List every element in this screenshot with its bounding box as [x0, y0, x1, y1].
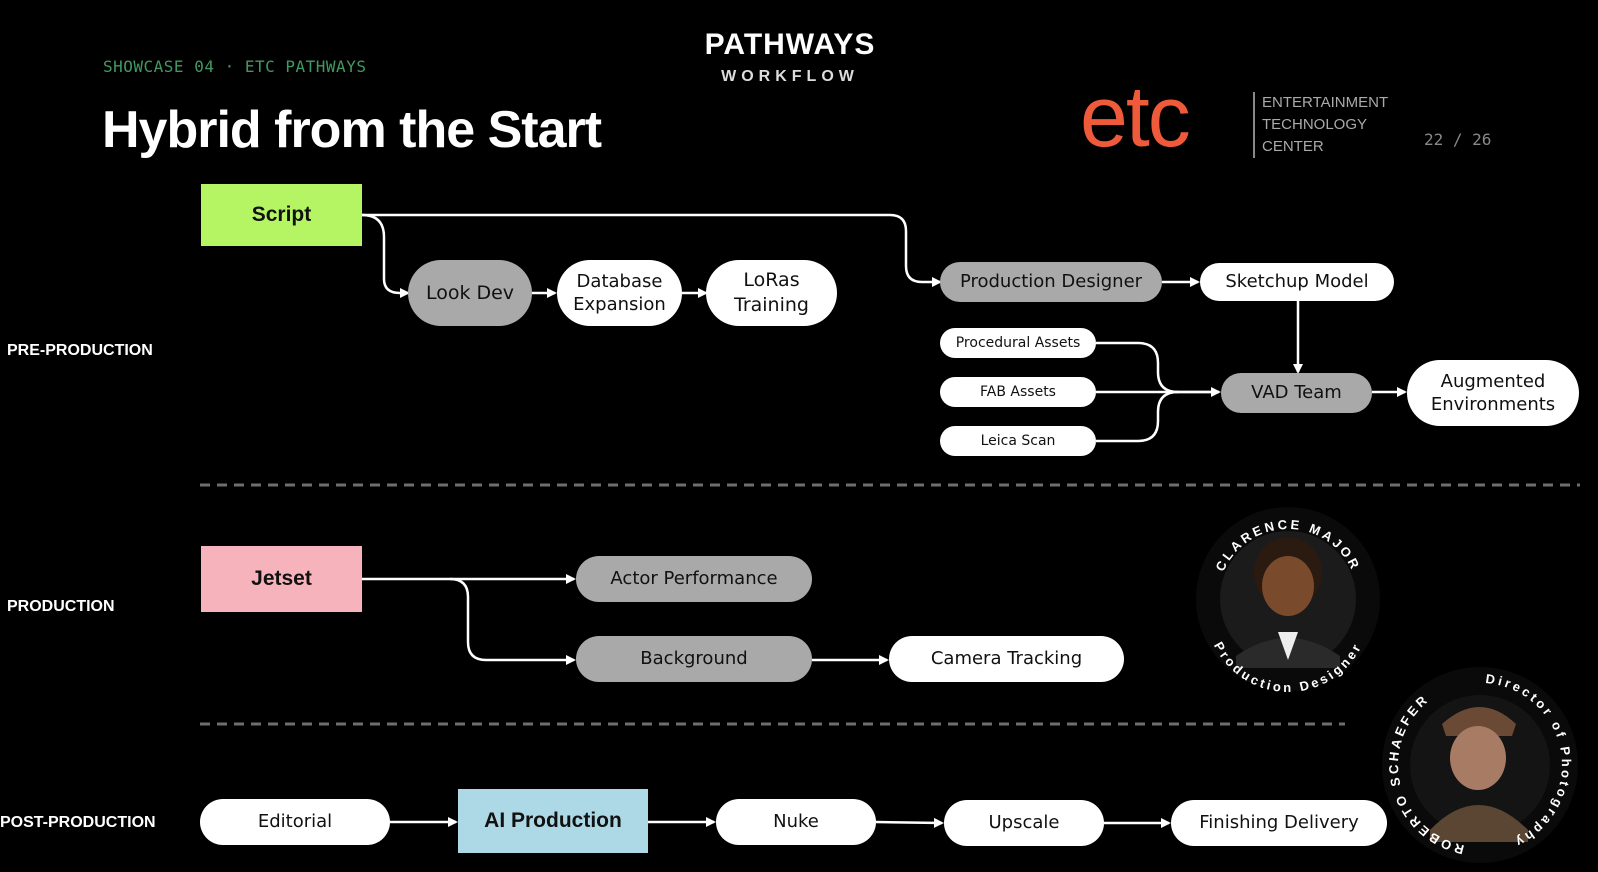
node-augmented-environments[interactable]: Augmented Environments: [1407, 360, 1579, 426]
phase-label-pre-production: PRE-PRODUCTION: [7, 342, 153, 359]
etc-logo: etc: [1080, 69, 1191, 165]
page-counter: 22 / 26: [1424, 130, 1492, 149]
phase-label-production: PRODUCTION: [7, 598, 115, 615]
node-upscale[interactable]: Upscale: [944, 800, 1104, 846]
node-fab-assets[interactable]: FAB Assets: [940, 377, 1096, 407]
logo-divider: [1253, 92, 1255, 158]
node-loras-training[interactable]: LoRas Training: [706, 260, 837, 326]
node-database-expansion[interactable]: Database Expansion: [557, 260, 682, 326]
node-nuke[interactable]: Nuke: [716, 799, 876, 845]
node-background[interactable]: Background: [576, 636, 812, 682]
node-production-designer[interactable]: Production Designer: [940, 262, 1162, 302]
pathways-title: PATHWAYS: [704, 28, 876, 61]
node-vad-team[interactable]: VAD Team: [1221, 373, 1372, 413]
showcase-kicker: SHOWCASE 04 · ETC PATHWAYS: [103, 57, 367, 76]
pathways-subtitle: WORKFLOW: [721, 68, 859, 85]
node-ai-production[interactable]: AI Production: [458, 789, 648, 853]
node-camera-tracking[interactable]: Camera Tracking: [889, 636, 1124, 682]
node-sketchup-model[interactable]: Sketchup Model: [1200, 263, 1394, 301]
node-editorial[interactable]: Editorial: [200, 799, 390, 845]
page-title: Hybrid from the Start: [102, 101, 602, 159]
logo-line-center: CENTER: [1262, 138, 1324, 155]
portrait-roberto-schaefer: [1382, 667, 1578, 863]
node-script[interactable]: Script: [201, 184, 362, 246]
node-look-dev[interactable]: Look Dev: [408, 260, 532, 326]
phase-label-post-production: POST-PRODUCTION: [0, 814, 156, 831]
node-leica-scan[interactable]: Leica Scan: [940, 426, 1096, 456]
node-procedural-assets[interactable]: Procedural Assets: [940, 328, 1096, 358]
node-finishing-delivery[interactable]: Finishing Delivery: [1171, 800, 1387, 846]
logo-line-technology: TECHNOLOGY: [1262, 116, 1368, 133]
node-actor-performance[interactable]: Actor Performance: [576, 556, 812, 602]
node-jetset[interactable]: Jetset: [201, 546, 362, 612]
logo-line-entertainment: ENTERTAINMENT: [1262, 94, 1389, 111]
portrait-clarence-major: [1196, 507, 1380, 691]
